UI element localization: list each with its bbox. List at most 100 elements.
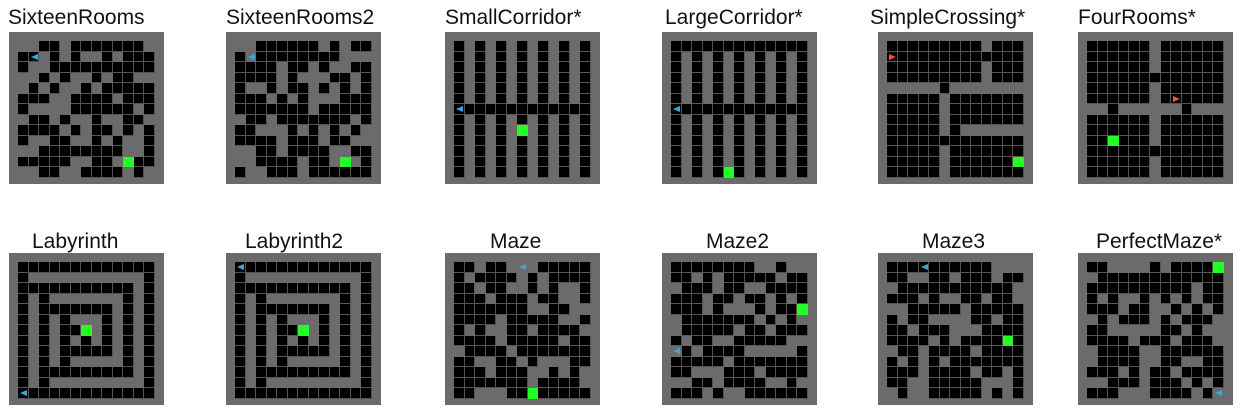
floor-cell (517, 377, 528, 388)
floor-cell (454, 388, 465, 399)
floor-cell (235, 167, 246, 178)
floor-cell (918, 167, 929, 178)
floor-cell (340, 135, 351, 146)
floor-cell (39, 346, 50, 357)
floor-cell (517, 135, 528, 146)
floor-cell (755, 356, 766, 367)
floor-cell (1013, 146, 1024, 157)
floor-cell (1129, 304, 1140, 315)
floor-cell (559, 83, 570, 94)
floor-cell (18, 377, 29, 388)
env-grid (226, 253, 381, 405)
floor-cell (1171, 51, 1182, 62)
floor-cell (1108, 51, 1119, 62)
floor-cell (81, 304, 92, 315)
floor-cell (960, 135, 971, 146)
floor-cell (1118, 72, 1129, 83)
floor-cell (887, 72, 898, 83)
floor-cell (1160, 314, 1171, 325)
floor-cell (1160, 388, 1171, 399)
floor-cell (950, 62, 961, 73)
floor-cell (776, 325, 787, 336)
floor-cell (1160, 83, 1171, 94)
floor-cell (692, 314, 703, 325)
floor-cell (1002, 51, 1013, 62)
floor-cell (298, 93, 309, 104)
floor-cell (517, 304, 528, 315)
floor-cell (49, 41, 60, 52)
floor-cell (49, 262, 60, 273)
floor-cell (485, 262, 496, 273)
floor-cell (671, 146, 682, 157)
floor-cell (580, 83, 591, 94)
floor-cell (538, 62, 549, 73)
floor-cell (1108, 156, 1119, 167)
floor-cell (1118, 346, 1129, 357)
agent-arrow-icon (1215, 390, 1222, 396)
floor-cell (133, 388, 144, 399)
floor-cell (1160, 146, 1171, 157)
floor-cell (70, 283, 81, 294)
floor-cell (1181, 346, 1192, 357)
floor-cell (929, 125, 940, 136)
floor-cell (992, 356, 1003, 367)
floor-cell (266, 83, 277, 94)
floor-cell (18, 104, 29, 115)
floor-cell (454, 167, 465, 178)
floor-cell (340, 346, 351, 357)
env-grid (445, 253, 600, 405)
floor-cell (1160, 335, 1171, 346)
env-title: SixteenRooms2 (226, 6, 375, 29)
floor-cell (1002, 356, 1013, 367)
floor-cell (786, 272, 797, 283)
floor-cell (60, 335, 71, 346)
floor-cell (559, 167, 570, 178)
floor-cell (713, 325, 724, 336)
floor-cell (340, 367, 351, 378)
floor-cell (1213, 125, 1224, 136)
floor-cell (527, 104, 538, 115)
floor-cell (287, 156, 298, 167)
floor-cell (1139, 72, 1150, 83)
floor-cell (454, 135, 465, 146)
floor-cell (298, 62, 309, 73)
floor-cell (971, 41, 982, 52)
floor-cell (340, 388, 351, 399)
floor-cell (681, 356, 692, 367)
floor-cell (350, 104, 361, 115)
floor-cell (1181, 93, 1192, 104)
floor-cell (1160, 272, 1171, 283)
floor-cell (70, 346, 81, 357)
floor-cell (929, 356, 940, 367)
floor-cell (235, 346, 246, 357)
floor-cell (580, 262, 591, 273)
floor-cell (256, 388, 267, 399)
floor-cell (39, 293, 50, 304)
floor-cell (102, 335, 113, 346)
floor-cell (734, 51, 745, 62)
floor-cell (887, 377, 898, 388)
floor-cell (329, 41, 340, 52)
floor-cell (897, 293, 908, 304)
floor-cell (713, 146, 724, 157)
floor-cell (692, 283, 703, 294)
floor-cell (776, 104, 787, 115)
floor-cell (102, 125, 113, 136)
floor-cell (887, 114, 898, 125)
floor-cell (1087, 83, 1098, 94)
floor-cell (1002, 41, 1013, 52)
floor-cell (298, 367, 309, 378)
floor-cell (60, 72, 71, 83)
floor-cell (1202, 72, 1213, 83)
floor-cell (298, 104, 309, 115)
floor-cell (713, 388, 724, 399)
floor-cell (298, 83, 309, 94)
floor-cell (1171, 114, 1182, 125)
floor-cell (1108, 167, 1119, 178)
floor-cell (897, 125, 908, 136)
floor-cell (1097, 72, 1108, 83)
floor-cell (908, 156, 919, 167)
floor-cell (245, 388, 256, 399)
floor-cell (81, 104, 92, 115)
floor-cell (734, 114, 745, 125)
